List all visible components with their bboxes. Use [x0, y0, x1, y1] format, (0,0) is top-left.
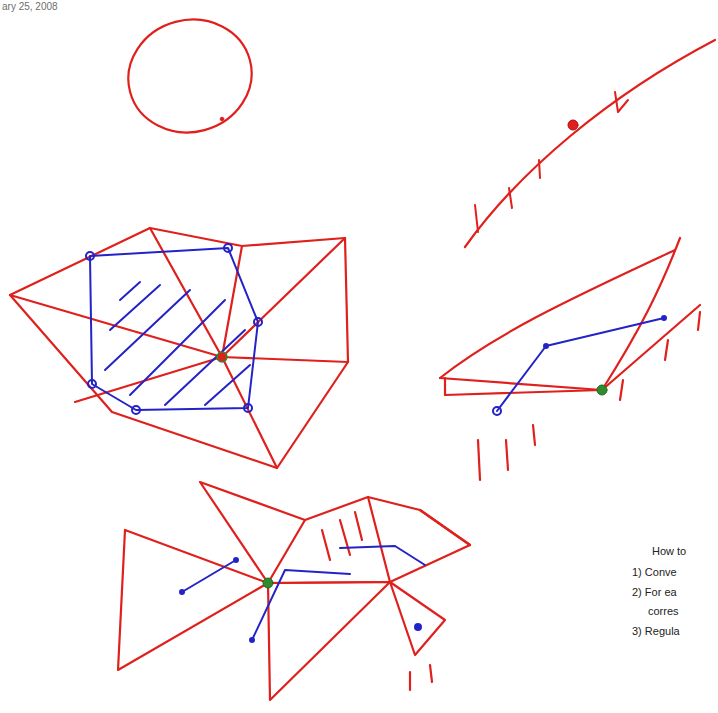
boundary-arc	[465, 40, 715, 247]
date-note: ary 25, 2008	[2, 0, 58, 13]
note-item: corres	[648, 605, 679, 618]
vertex-dot	[597, 385, 607, 395]
dual-path	[180, 546, 425, 642]
hatch-marks	[475, 92, 628, 232]
note-item: 3) Regula	[632, 625, 680, 638]
point-dot	[220, 117, 224, 121]
note-heading: How to	[652, 545, 686, 558]
vertex-dot	[217, 352, 227, 362]
note-item: 1) Conve	[632, 566, 677, 579]
note-item: 2) For ea	[632, 586, 677, 599]
dual-path	[493, 316, 666, 415]
vertex-dot	[263, 578, 273, 588]
boundary-faces	[440, 238, 700, 480]
polygon-fan	[10, 228, 348, 468]
point-dot	[568, 120, 578, 130]
dual-polygon	[86, 244, 262, 414]
triangle-star	[118, 482, 470, 700]
ellipse-sketch	[116, 6, 265, 146]
